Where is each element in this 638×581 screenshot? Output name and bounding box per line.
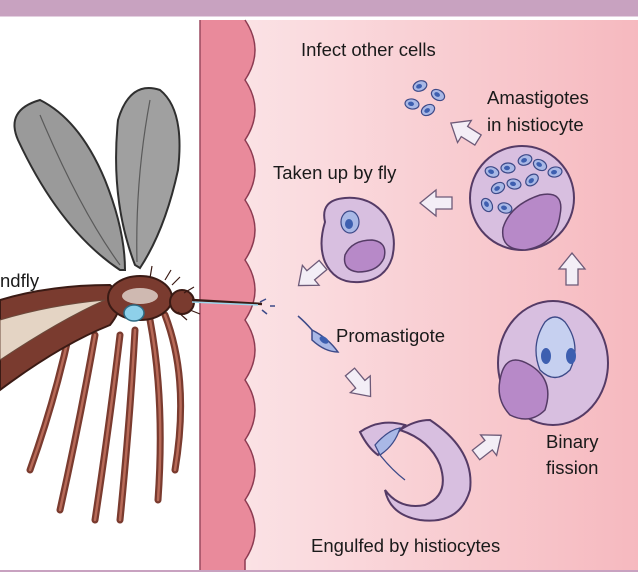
top-band xyxy=(0,0,638,18)
label-sandfly: ndfly xyxy=(0,270,40,291)
histiocyte-cell-binary-fission xyxy=(497,300,609,426)
histiocyte-cell-infected xyxy=(469,145,575,251)
label-in-histiocyte: in histiocyte xyxy=(487,114,584,135)
label-amastigotes: Amastigotes xyxy=(487,87,589,108)
label-engulfed-by-histiocytes: Engulfed by histiocytes xyxy=(311,535,500,556)
sandfly-wing-left xyxy=(13,98,127,271)
sandfly-illustration xyxy=(0,87,275,524)
label-infect-other-cells: Infect other cells xyxy=(301,39,436,60)
promastigote-parasite xyxy=(297,315,340,353)
skin-layer xyxy=(200,20,255,571)
label-fission: fission xyxy=(546,457,598,478)
sandfly-proboscis xyxy=(191,298,263,306)
histiocyte-cell-taken-up xyxy=(320,196,395,284)
sandfly-wing-right xyxy=(115,87,181,270)
skin-edge-line xyxy=(244,19,256,571)
label-binary: Binary xyxy=(546,431,599,452)
label-taken-up-by-fly: Taken up by fly xyxy=(273,162,397,183)
label-promastigote: Promastigote xyxy=(336,325,445,346)
histiocyte-cell-engulfing xyxy=(358,418,472,522)
